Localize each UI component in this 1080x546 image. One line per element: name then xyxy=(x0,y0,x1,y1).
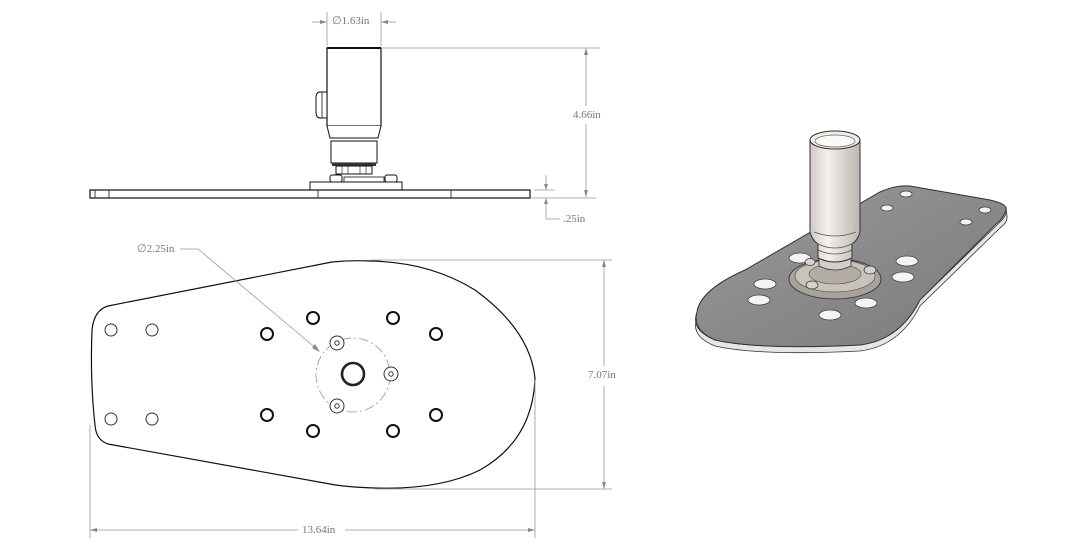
dimension-bolt-circle xyxy=(180,248,320,352)
dimension-plate-length xyxy=(89,380,536,538)
dimension-overall-height xyxy=(381,47,600,199)
center-hole xyxy=(340,361,366,387)
label-column-diameter: ∅1.63in xyxy=(330,15,372,27)
label-plate-width: 7.07in xyxy=(586,369,618,381)
label-overall-height: 4.66in xyxy=(571,109,603,121)
mounting-holes-left xyxy=(104,323,159,426)
top-view xyxy=(90,260,536,489)
mounting-holes-large xyxy=(260,311,443,438)
label-plate-thickness: .25in xyxy=(561,213,588,225)
dimension-plate-thickness xyxy=(534,175,560,220)
iso-plate-holes xyxy=(747,190,992,321)
side-view xyxy=(89,47,531,199)
iso-bolts xyxy=(804,258,877,290)
isometric-view xyxy=(695,130,1008,354)
label-plate-length: 13.64in xyxy=(300,524,338,536)
dimension-plate-width xyxy=(370,259,612,490)
bolt-holes xyxy=(329,335,399,414)
label-bolt-circle-diameter: ∅2.25in xyxy=(135,243,177,255)
dimension-column-diameter xyxy=(312,12,396,46)
